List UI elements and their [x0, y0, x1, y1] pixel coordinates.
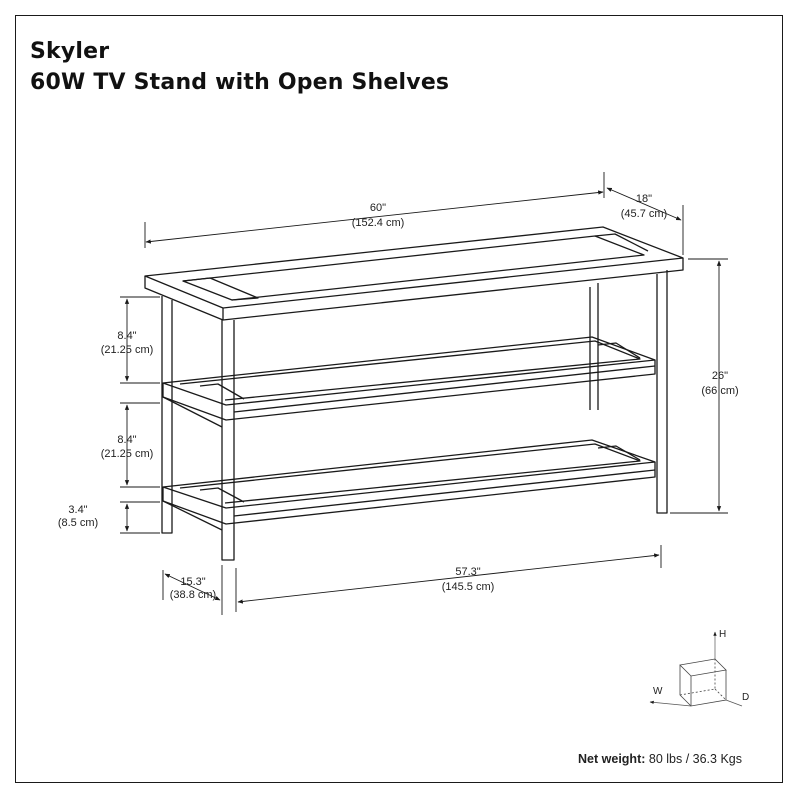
width-extension-lines	[144, 172, 605, 248]
front-left-leg	[161, 296, 173, 534]
inner-depth-metric: (38.8 cm)	[170, 589, 216, 601]
middle-slat-right	[597, 342, 641, 359]
middle-shelf-inset	[179, 340, 641, 401]
left-extension-lines	[120, 296, 160, 534]
depth-metric: (45.7 cm)	[621, 208, 667, 220]
height-imperial: 26"	[712, 370, 728, 382]
inner-width-metric: (145.5 cm)	[442, 581, 495, 593]
axis-h-label: H	[719, 629, 726, 640]
bottom-shelf-edge	[162, 462, 656, 525]
floor-clearance-metric: (8.5 cm)	[58, 517, 98, 529]
shelf-gap-middle-imperial: 8.4"	[117, 434, 136, 446]
axis-d-label: D	[742, 692, 749, 703]
shelf-gap-top-imperial: 8.4"	[117, 330, 136, 342]
inner-width-line	[237, 553, 660, 604]
axis-legend: H W D	[649, 629, 749, 707]
back-right-leg	[656, 270, 668, 514]
back-left-leg	[589, 283, 599, 410]
height-metric: (66 cm)	[701, 385, 738, 397]
shelf-gap-middle-metric: (21.25 cm)	[101, 448, 154, 460]
floor-clearance-imperial: 3.4"	[68, 504, 87, 516]
bottom-slat-left	[199, 487, 245, 503]
diagram-frame	[15, 15, 783, 783]
height-extension-lines	[670, 258, 728, 514]
top-slat-right	[594, 233, 649, 252]
tv-stand-outline	[144, 226, 684, 561]
dimension-lines	[120, 172, 728, 615]
product-name: Skyler	[30, 39, 110, 64]
width-metric: (152.4 cm)	[352, 217, 405, 229]
net-weight: Net weight: 80 lbs / 36.3 Kgs	[578, 752, 742, 766]
width-dimension-line	[145, 190, 604, 244]
axis-arrows	[649, 631, 743, 707]
shelf-gap-top-metric: (21.25 cm)	[101, 344, 154, 356]
depth-imperial: 18"	[636, 193, 652, 205]
middle-shelf-edge	[162, 360, 656, 421]
top-slat-left	[182, 277, 259, 301]
axis-w-label: W	[653, 686, 663, 697]
inner-width-imperial: 57.3"	[455, 566, 480, 578]
bottom-slat-right	[597, 445, 641, 461]
inner-depth-extension-lines	[162, 565, 223, 615]
inner-depth-line	[164, 573, 221, 601]
inner-depth-imperial: 15.3"	[180, 576, 205, 588]
product-title: 60W TV Stand with Open Shelves	[30, 70, 450, 95]
width-imperial: 60"	[370, 202, 386, 214]
net-weight-label: Net weight:	[578, 752, 646, 766]
top-inset-panel	[182, 235, 645, 301]
middle-shelf-rails	[162, 365, 656, 428]
front-right-leg	[221, 320, 235, 561]
net-weight-value: 80 lbs / 36.3 Kgs	[648, 752, 742, 766]
bottom-shelf-inset	[179, 443, 641, 504]
depth-dimension-line	[606, 187, 682, 221]
axis-cube-icon	[679, 658, 727, 707]
bottom-shelf-rails	[162, 469, 656, 531]
middle-slat-left	[199, 383, 245, 400]
inner-width-extension-lines	[235, 545, 662, 612]
